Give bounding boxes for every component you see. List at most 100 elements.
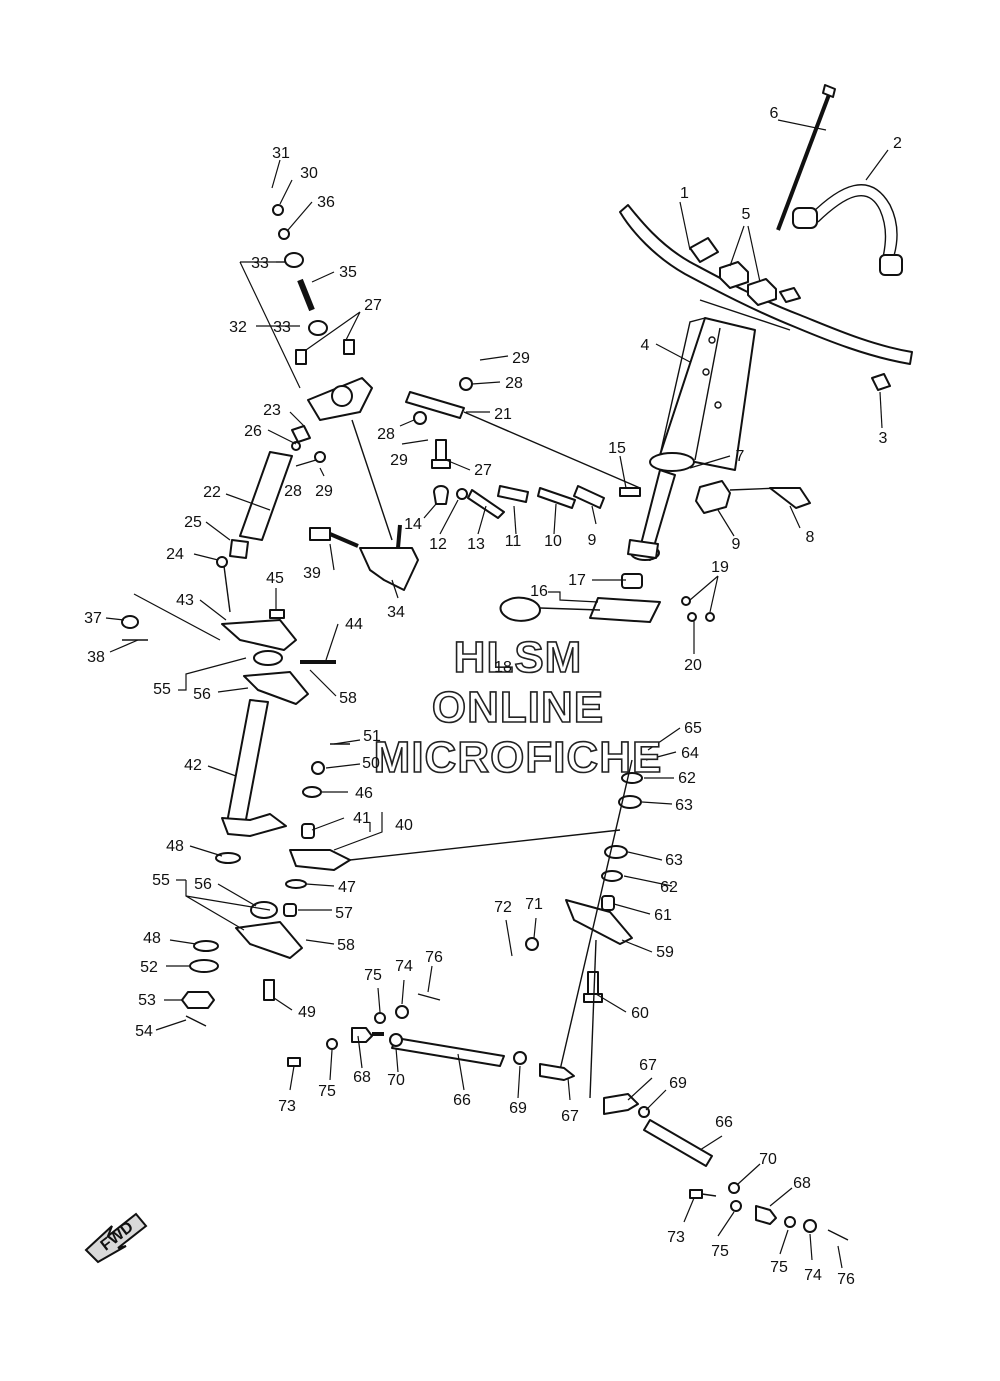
- callout: 62: [678, 770, 696, 787]
- callout: 11: [505, 533, 522, 550]
- upper-bracket: [272, 204, 393, 541]
- callout: 4: [641, 337, 650, 354]
- callout: 52: [140, 959, 158, 976]
- callout: 12: [429, 536, 447, 553]
- callout: 46: [355, 785, 373, 802]
- callout: 69: [669, 1075, 687, 1092]
- callout: 56: [193, 686, 211, 703]
- left-arm-assembly: [121, 609, 336, 1027]
- callout: 24: [166, 546, 184, 563]
- callout: 67: [639, 1057, 657, 1074]
- callout: 5: [742, 206, 751, 223]
- callout: 60: [631, 1005, 649, 1022]
- callout: 66: [453, 1092, 471, 1109]
- callout: 16: [530, 583, 548, 600]
- watermark: HLSM ONLINE MICROFICHE: [373, 632, 663, 783]
- callout: 9: [732, 536, 741, 553]
- callout: 29: [315, 483, 333, 500]
- callout: 29: [390, 452, 408, 469]
- callout: 27: [474, 462, 492, 479]
- callout: 6: [770, 105, 779, 122]
- callout: 36: [317, 194, 335, 211]
- callout: 70: [387, 1072, 405, 1089]
- lower-tie-rod-left: [287, 993, 575, 1081]
- fwd-arrow: FWD: [84, 1212, 148, 1264]
- callouts: 1 2 3 4 5 6 7 8 9 9 10 11 12 13 14 15 16…: [84, 105, 902, 1288]
- long-bolt: [776, 84, 836, 231]
- steering-column-cover: [659, 317, 756, 471]
- callout: 73: [278, 1098, 296, 1115]
- callout: 26: [244, 423, 262, 440]
- callout: 53: [138, 992, 156, 1009]
- callout: 63: [665, 852, 683, 869]
- column-bracket: [499, 573, 715, 623]
- callout: 22: [203, 484, 221, 501]
- callout: 47: [338, 879, 356, 896]
- callout: 75: [711, 1243, 729, 1260]
- callout: 75: [770, 1259, 788, 1276]
- callout: 33: [273, 319, 291, 336]
- callout: 67: [561, 1108, 579, 1125]
- callout: 33: [251, 255, 269, 272]
- handlebar: [619, 204, 913, 365]
- callout: 69: [509, 1100, 527, 1117]
- center-arm-assembly: [283, 743, 621, 917]
- callout: 45: [266, 570, 284, 587]
- callout: 9: [588, 532, 597, 549]
- callout: 54: [135, 1023, 153, 1040]
- callout: 48: [143, 930, 161, 947]
- callout: 73: [667, 1229, 685, 1246]
- callout: 23: [263, 402, 281, 419]
- callout: 43: [176, 592, 194, 609]
- left-pin-set: [216, 425, 326, 613]
- callout: 40: [395, 817, 413, 834]
- handlebar-bolt: [871, 373, 891, 391]
- callout: 41: [353, 810, 371, 827]
- callout: 70: [759, 1151, 777, 1168]
- callout: 72: [494, 899, 512, 916]
- handlebar-holders: [719, 261, 801, 306]
- callout: 2: [893, 135, 902, 152]
- callout: 10: [544, 533, 562, 550]
- callout: 49: [298, 1004, 316, 1021]
- callout: 61: [654, 907, 672, 924]
- callout: 56: [194, 876, 212, 893]
- upper-link-parts: [405, 377, 641, 519]
- callout: 58: [339, 690, 357, 707]
- callout: 62: [660, 879, 678, 896]
- callout: 50: [362, 755, 380, 772]
- brake-cable: [792, 184, 903, 276]
- callout: 32: [229, 319, 247, 336]
- callout: 28: [505, 375, 523, 392]
- callout: 14: [404, 516, 422, 533]
- callout: 3: [879, 430, 888, 447]
- leader-lines: [105, 119, 889, 1269]
- callout: 75: [318, 1083, 336, 1100]
- callout: 28: [377, 426, 395, 443]
- callout: 27: [364, 297, 382, 314]
- callout: 25: [184, 514, 202, 531]
- callout: 51: [363, 728, 381, 745]
- callout: 38: [87, 649, 105, 666]
- watermark-line-1: HLSM: [454, 633, 583, 682]
- callout: 34: [387, 604, 405, 621]
- callout: 58: [337, 937, 355, 954]
- callout: 35: [339, 264, 357, 281]
- callout: 28: [284, 483, 302, 500]
- callout: 68: [353, 1069, 371, 1086]
- callout: 18: [494, 659, 512, 676]
- callout: 76: [425, 949, 443, 966]
- callout: 39: [303, 565, 321, 582]
- callout: 17: [568, 572, 586, 589]
- bracket-34: [309, 524, 419, 591]
- callout: 76: [837, 1271, 855, 1288]
- callout: 1: [680, 185, 689, 202]
- callout: 42: [184, 757, 202, 774]
- callout: 15: [608, 440, 626, 457]
- steering-column: [619, 452, 811, 561]
- callout: 59: [656, 944, 674, 961]
- watermark-line-3: MICROFICHE: [374, 733, 663, 782]
- callout: 55: [153, 681, 171, 698]
- callout: 19: [711, 559, 729, 576]
